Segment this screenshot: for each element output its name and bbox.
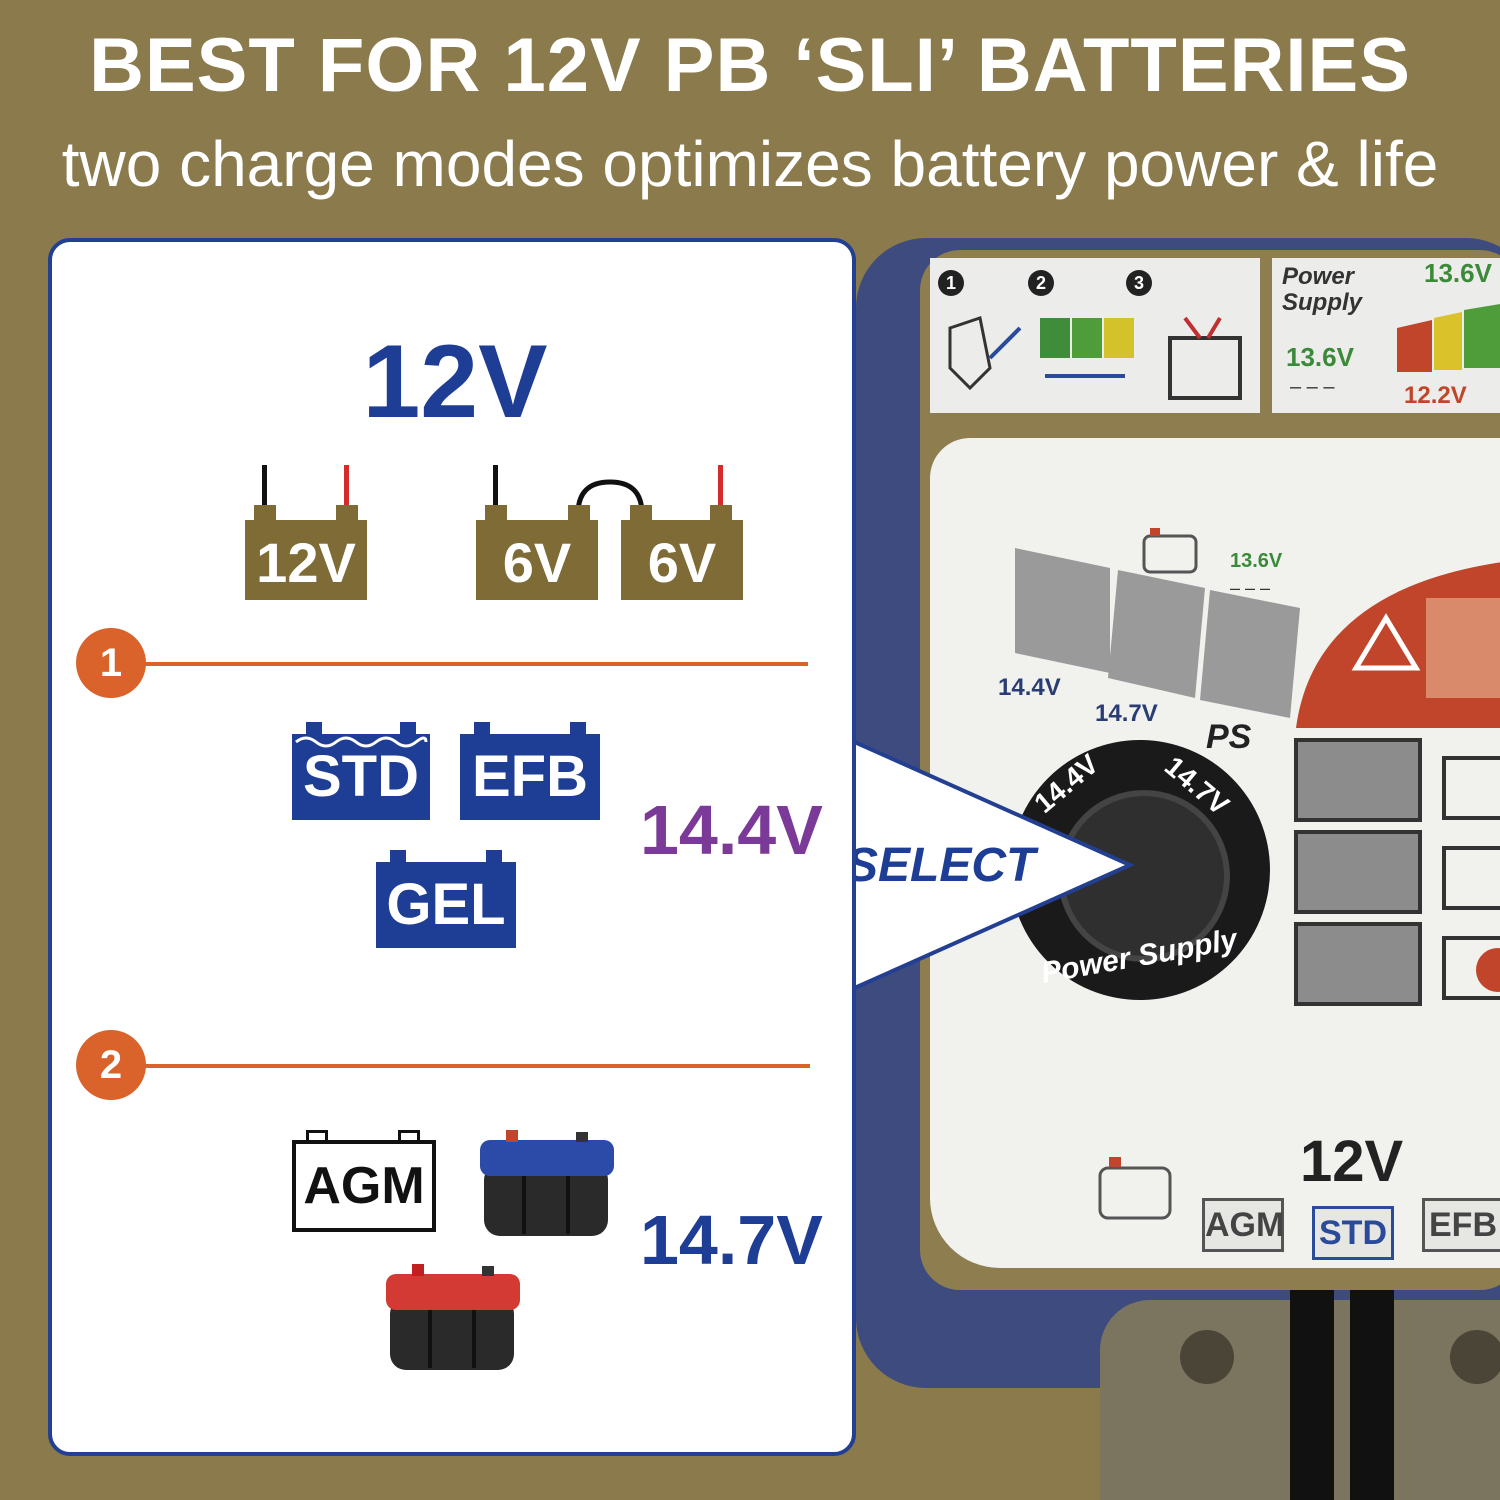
face-battery-icon: [1098, 1157, 1172, 1220]
mount-hole-left: [1180, 1330, 1234, 1384]
charge-steps-icon: [948, 316, 1242, 400]
terminal-icon: [486, 850, 502, 864]
face-12v-label: 12V: [1300, 1129, 1404, 1194]
terminal-icon: [474, 722, 490, 736]
top-right-voltage: 13.6V: [1424, 258, 1492, 288]
negative-lead-icon: [262, 465, 267, 507]
cable-1: [1290, 1290, 1334, 1500]
ps-voltage: 13.6V: [1286, 342, 1354, 372]
face-tag-efb: EFB: [1422, 1198, 1500, 1252]
face-voltage-1: 14.4V: [998, 674, 1061, 701]
face-voltage-2: 14.7V: [1095, 700, 1158, 727]
power-supply-strip: Power Supply 13.6V – – – 13.6V 12.2V: [1272, 258, 1500, 413]
tag-std: STD: [292, 734, 430, 820]
mode-2-voltage: 14.7V: [640, 1201, 823, 1279]
terminal-icon: [400, 722, 416, 736]
positive-lead-icon: [344, 465, 349, 507]
battery-modes-panel: [48, 238, 856, 1456]
face-tag-std: STD: [1312, 1206, 1394, 1260]
subheadline: two charge modes optimizes battery power…: [61, 128, 1439, 200]
power-supply-label: Power Supply: [1282, 263, 1363, 317]
battery-6v-b: 6V: [621, 520, 743, 600]
mode-2-divider: [140, 1064, 810, 1068]
warning-panel: [1296, 562, 1500, 728]
bottom-right-voltage: 12.2V: [1404, 382, 1467, 409]
voltage-heading: 12V: [362, 324, 548, 440]
mode-segments: [1015, 548, 1300, 718]
step-2-badge: 2: [1028, 270, 1054, 296]
terminal-icon: [306, 722, 322, 736]
mode-1-badge: 1: [76, 628, 146, 698]
tag-efb: EFB: [460, 734, 600, 820]
mode-2-badge: 2: [76, 1030, 146, 1100]
status-light-1: [1294, 738, 1422, 822]
voltage-scale-icon: [1397, 304, 1500, 372]
select-callout: [850, 740, 1135, 990]
terminal-icon: [390, 850, 406, 864]
face-ps-voltage: 13.6V: [1230, 550, 1283, 572]
positive-lead-icon: [718, 465, 723, 507]
face-ps-label: PS: [1206, 718, 1252, 756]
headline: BEST FOR 12V PB ‘SLI’ BATTERIES: [89, 23, 1411, 108]
battery-6v-a: 6V: [476, 520, 598, 600]
negative-lead-icon: [493, 465, 498, 507]
battery-icon: [1142, 528, 1198, 574]
battery-12v: 12V: [245, 520, 367, 600]
face-ps-dash: – – –: [1230, 578, 1271, 598]
status-light-3: [1294, 922, 1422, 1006]
blue-top-battery-icon: [480, 1130, 614, 1236]
mount-hole-right: [1450, 1330, 1500, 1384]
mode-1-divider: [140, 662, 808, 666]
liquid-wave-icon: [295, 736, 428, 748]
cable-2: [1350, 1290, 1394, 1500]
tag-gel: GEL: [376, 862, 516, 948]
select-label: SELECT: [846, 839, 1036, 892]
mode-1-voltage: 14.4V: [640, 791, 823, 869]
jumper-cable-icon: [575, 479, 645, 515]
face-tag-agm: AGM: [1202, 1198, 1284, 1252]
step-3-badge: 3: [1126, 270, 1152, 296]
battery-status-icons: [1442, 756, 1500, 1000]
terminal-icon: [306, 1130, 328, 1145]
terminal-icon: [570, 722, 586, 736]
red-top-battery-icon: [386, 1264, 520, 1370]
status-light-2: [1294, 830, 1422, 914]
ps-dash: – – –: [1290, 376, 1335, 398]
step-1-badge: 1: [938, 270, 964, 296]
terminal-icon: [398, 1130, 420, 1145]
charge-steps-strip: 1 2 3: [930, 258, 1260, 413]
tag-agm: AGM: [292, 1140, 436, 1232]
